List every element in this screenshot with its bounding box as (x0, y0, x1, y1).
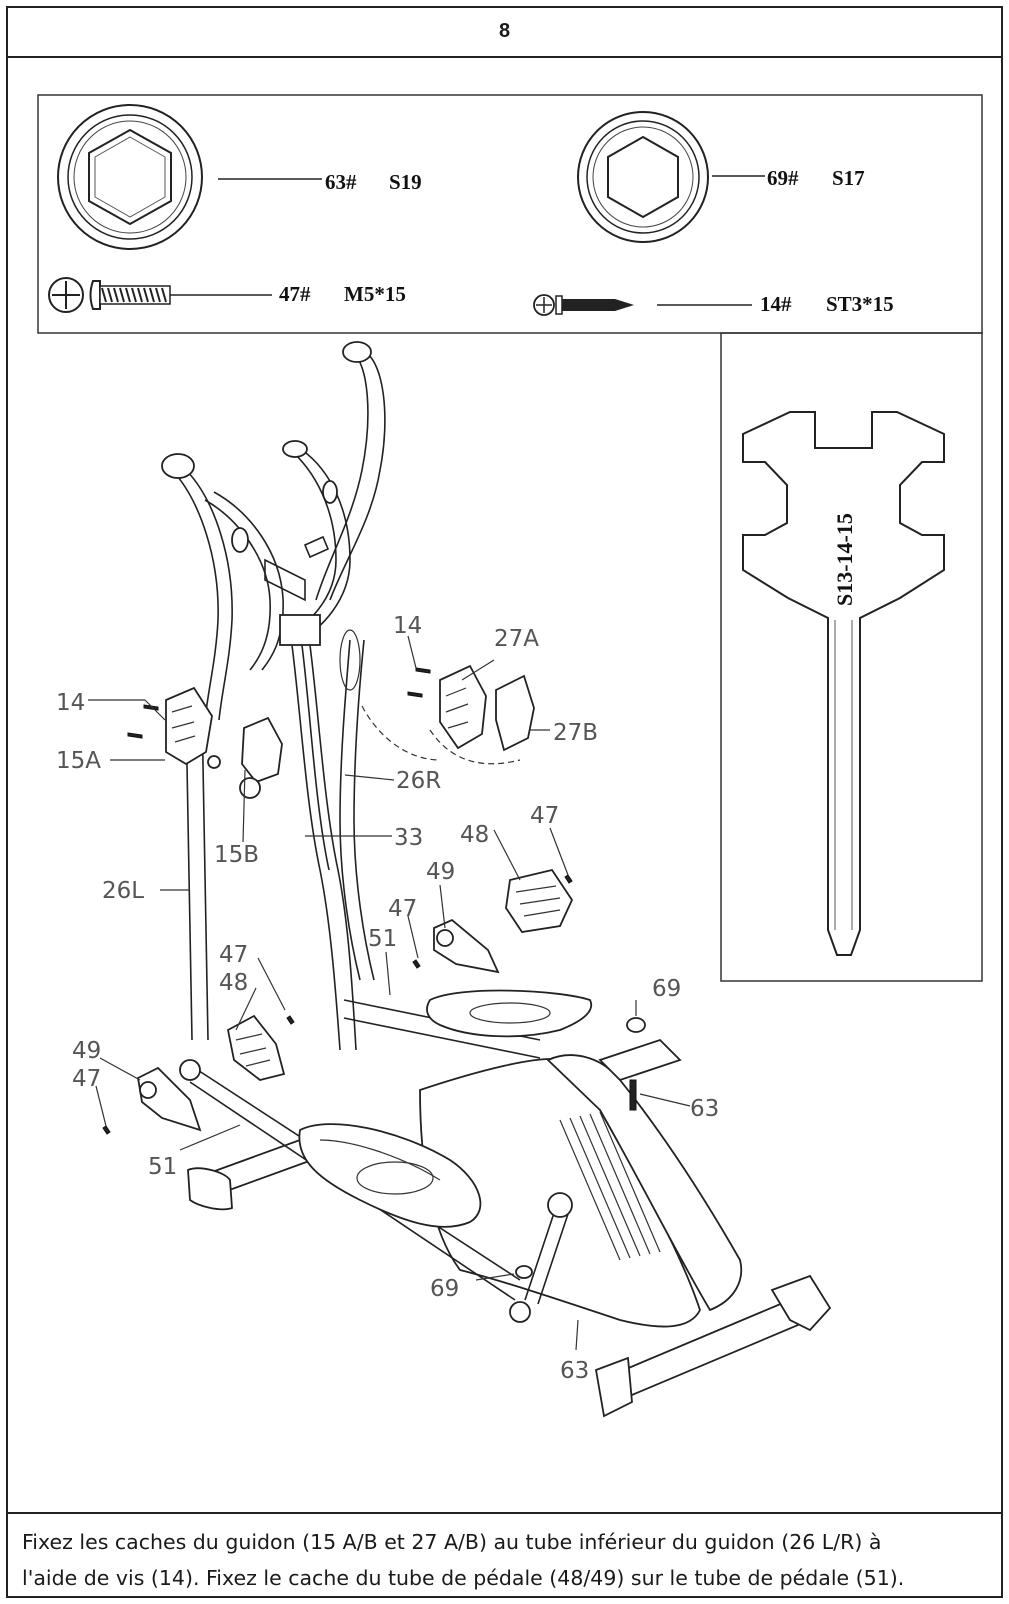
socket-s19-part: 63# (325, 170, 357, 194)
label-15a: 15A (56, 748, 101, 774)
page-number: 8 (498, 19, 511, 42)
bolt-icon (48, 277, 171, 313)
hex-socket-icon (57, 104, 203, 250)
label-47-bottom: 47 (72, 1066, 101, 1092)
label-63-upper: 63 (690, 1096, 719, 1122)
hardware-box (37, 94, 983, 334)
label-47-lower: 47 (219, 942, 248, 968)
label-15b: 15B (214, 842, 259, 868)
bolt-m5-size: M5*15 (344, 282, 406, 306)
label-26r: 26R (396, 768, 441, 794)
assembly-diagram: 63# S19 69# S17 47# M5*15 14# ST3*15 S13… (37, 94, 983, 1418)
label-48-upper: 48 (460, 822, 489, 848)
label-69-upper: 69 (652, 976, 681, 1002)
label-51-lower: 51 (148, 1154, 177, 1180)
label-27b: 27B (553, 720, 598, 746)
label-63-lower: 63 (560, 1358, 589, 1384)
leader-lines (88, 635, 691, 1351)
label-51-upper: 51 (368, 926, 397, 952)
screw-st3-part: 14# (760, 292, 792, 316)
screw-icon (533, 294, 634, 316)
wrench-icon (742, 411, 945, 956)
hex-socket-icon (577, 111, 709, 243)
screw-st3-size: ST3*15 (826, 292, 894, 316)
label-27a: 27A (494, 626, 539, 652)
label-48-lower: 48 (219, 970, 248, 996)
label-14-left: 14 (56, 690, 85, 716)
wrench-label: S13-14-15 (832, 513, 857, 606)
page-header: 8 (6, 6, 1003, 58)
label-26l: 26L (102, 878, 144, 904)
socket-s19-size: S19 (389, 170, 422, 194)
caption-line-1: Fixez les caches du guidon (15 A/B et 27… (22, 1530, 882, 1554)
label-49-lower: 49 (72, 1038, 101, 1064)
label-49-upper: 49 (426, 859, 455, 885)
instruction-caption: Fixez les caches du guidon (15 A/B et 27… (6, 1512, 1003, 1598)
label-69-lower: 69 (430, 1276, 459, 1302)
wrench-box (720, 332, 983, 982)
caption-line-2: l'aide de vis (14). Fixez le cache du tu… (22, 1566, 905, 1590)
socket-s17-part: 69# (767, 166, 799, 190)
elliptical-trainer-drawing (102, 341, 832, 1418)
label-14-right: 14 (393, 613, 422, 639)
label-47-upper: 47 (530, 803, 559, 829)
page-frame (6, 6, 1003, 1598)
label-33: 33 (394, 825, 423, 851)
bolt-m5-part: 47# (279, 282, 311, 306)
label-47-middle: 47 (388, 896, 417, 922)
socket-s17-size: S17 (832, 166, 865, 190)
